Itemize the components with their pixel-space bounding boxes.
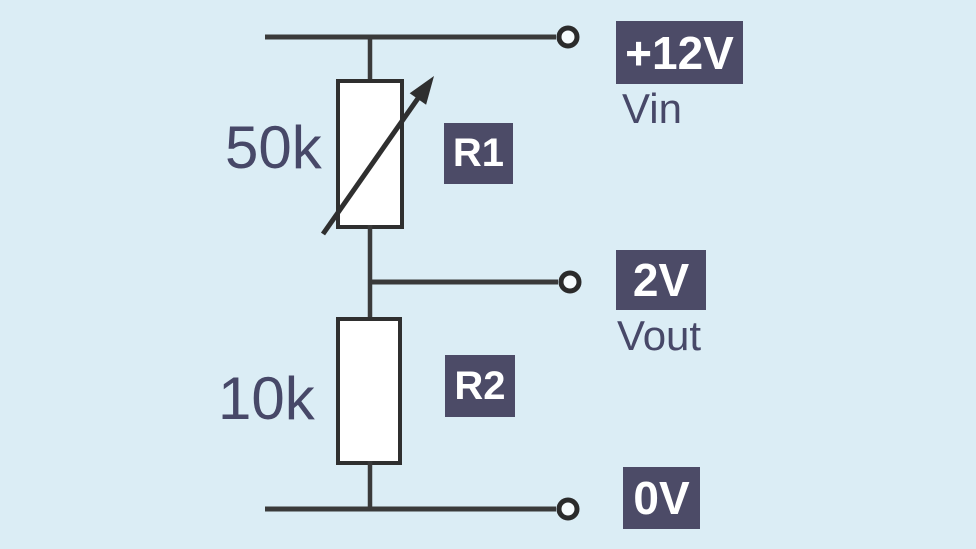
terminal-vout-icon — [558, 270, 582, 294]
vout-node-label: Vout — [617, 312, 702, 359]
vin-voltage-badge: +12V — [616, 21, 743, 84]
r1-value-label: 50k — [225, 114, 322, 181]
r2-ref-badge: R2 — [445, 355, 515, 417]
vin-node-label: Vin — [622, 85, 682, 132]
resistor-r1-body — [336, 79, 404, 229]
terminal-ground-icon — [556, 497, 580, 521]
variable-resistor-arrowhead-icon — [409, 76, 434, 105]
ground-voltage-badge: 0V — [623, 467, 700, 529]
r2-value-label: 10k — [218, 365, 315, 432]
resistor-r2-body — [336, 317, 402, 465]
vout-voltage-badge: 2V — [616, 250, 706, 310]
r1-ref-badge: R1 — [444, 123, 513, 184]
terminal-vin-icon — [556, 25, 580, 49]
variable-resistor-arrow — [320, 92, 424, 236]
